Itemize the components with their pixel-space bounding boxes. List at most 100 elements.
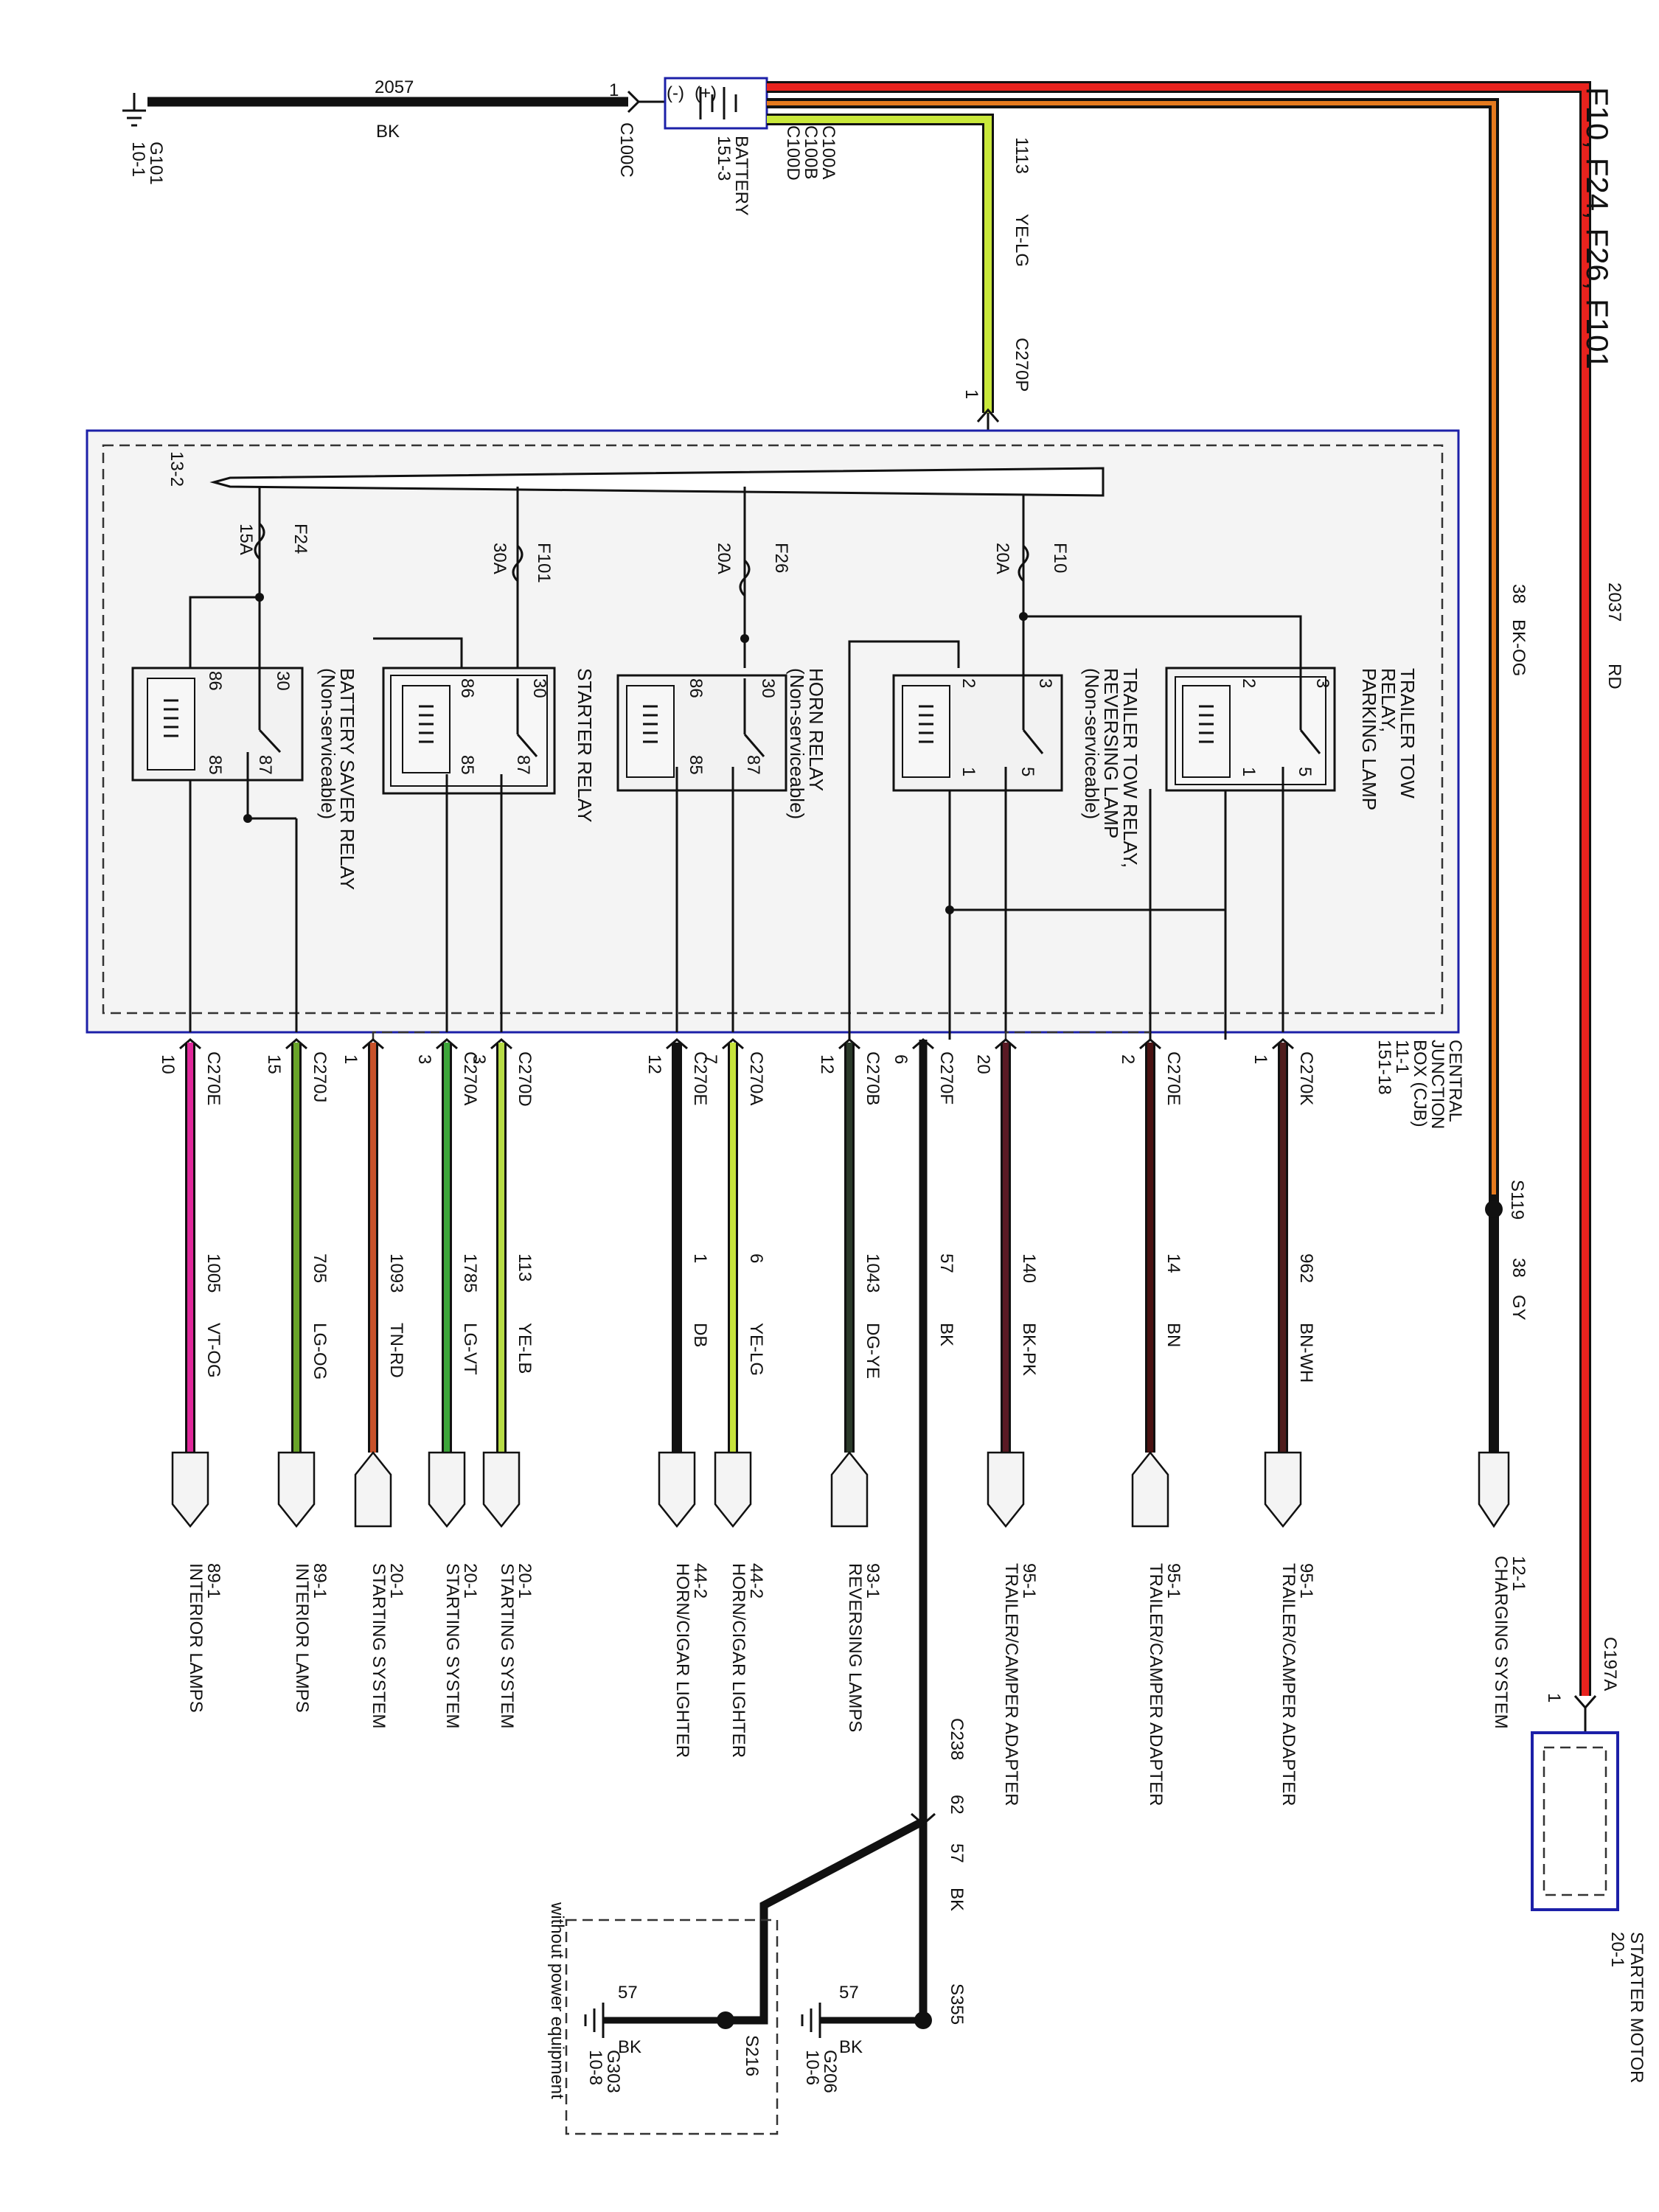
c197a-label: C197A	[1600, 1637, 1620, 1691]
destination-label-10: TRAILER/CAMPER ADAPTER	[1146, 1563, 1166, 1806]
svg-text:20A: 20A	[714, 543, 734, 574]
destination-label-2: STARTING SYSTEM	[369, 1563, 389, 1728]
destination-ref-0: 89-1	[204, 1563, 223, 1599]
harness-conn-1: C270J	[310, 1051, 330, 1102]
harness-conn-0: C270E	[204, 1051, 223, 1105]
svg-text:85: 85	[205, 755, 225, 775]
c100b-label: C100B	[801, 125, 821, 179]
connector-charging	[1478, 1451, 1510, 1528]
circuit-color-7: DG-YE	[863, 1323, 883, 1379]
destination-ref-4: 20-1	[515, 1563, 535, 1599]
destination-ref-2: 20-1	[386, 1563, 406, 1599]
svg-text:15A: 15A	[236, 524, 256, 555]
feed-1113-color: YE-LG	[1012, 214, 1032, 267]
harness-conn-5: C270E	[690, 1051, 710, 1105]
harness-conn-7: C270B	[863, 1051, 883, 1105]
svg-text:85: 85	[686, 755, 706, 775]
svg-text:87: 87	[255, 755, 275, 775]
svg-text:BOX (CJB): BOX (CJB)	[1410, 1040, 1430, 1127]
harness-pin-0: 10	[158, 1054, 178, 1074]
circuit-number-8: 57	[936, 1253, 956, 1273]
s355-label: S355	[947, 1983, 967, 2025]
destination-connector-10	[1131, 1450, 1169, 1528]
harness-conn-11: C270K	[1296, 1051, 1316, 1105]
svg-text:TRAILER TOW: TRAILER TOW	[1397, 668, 1419, 799]
harness-wires	[171, 1038, 1302, 1528]
harness-conn-8: C270F	[936, 1051, 956, 1105]
destination-label-0: INTERIOR LAMPS	[186, 1563, 206, 1713]
svg-text:86: 86	[457, 678, 477, 698]
charging-color: GY	[1509, 1295, 1528, 1321]
svg-text:5: 5	[1018, 767, 1037, 776]
ground-network	[565, 1040, 936, 2135]
c100c-connector	[627, 90, 641, 114]
wire-2057-circuit: 2057	[375, 77, 414, 97]
svg-text:JUNCTION: JUNCTION	[1427, 1040, 1447, 1129]
circuit-number-9: 140	[1019, 1253, 1039, 1283]
destination-ref-11: 95-1	[1296, 1563, 1316, 1599]
splice-s119	[1485, 1200, 1503, 1218]
charging-circuit: 38	[1509, 1258, 1528, 1278]
circuit-number-4: 113	[515, 1253, 535, 1281]
harness-connector-3	[436, 1038, 458, 1050]
destination-ref-6: 44-2	[746, 1563, 766, 1599]
harness-connector-7	[838, 1038, 860, 1050]
power-bus-bar	[209, 467, 1105, 497]
svg-text:REVERSING LAMP: REVERSING LAMP	[1100, 668, 1122, 838]
c270p-label: C270P	[1012, 338, 1032, 392]
starter-motor-ref: 20-1	[1607, 1932, 1627, 1967]
harness-connector-0	[179, 1038, 201, 1050]
g206-name: G206	[820, 2050, 840, 2093]
svg-text:TRAILER TOW RELAY,: TRAILER TOW RELAY,	[1119, 668, 1141, 868]
g206-57: 57	[839, 1983, 859, 2003]
harness-pin-9: 20	[973, 1054, 993, 1074]
c197a-pin: 1	[1544, 1693, 1564, 1703]
g303-name: G303	[603, 2050, 623, 2093]
svg-text:1: 1	[1239, 767, 1259, 776]
destination-ref-10: 95-1	[1164, 1563, 1183, 1599]
c197a-connector	[1573, 1695, 1597, 1710]
battery-ref: 151-3	[714, 136, 734, 181]
s119-label: S119	[1507, 1180, 1527, 1220]
svg-text:1: 1	[959, 767, 978, 776]
svg-text:2: 2	[959, 678, 978, 688]
svg-text:F101: F101	[534, 543, 554, 583]
svg-text:85: 85	[457, 755, 477, 775]
g206-bk: BK	[839, 2037, 863, 2057]
battery-feeds	[767, 81, 1591, 1696]
svg-text:F26: F26	[771, 543, 791, 573]
destination-connector-3	[428, 1451, 466, 1528]
battery-minus: (-)	[667, 83, 684, 103]
circuit-number-11: 962	[1296, 1253, 1316, 1283]
svg-text:2: 2	[1239, 678, 1259, 688]
svg-text:30: 30	[758, 678, 778, 698]
battery-symbol	[664, 77, 768, 130]
circuit-number-2: 1093	[386, 1253, 406, 1293]
circuit-number-3: 1785	[460, 1253, 480, 1293]
circuit-color-11: BN-WH	[1296, 1323, 1316, 1382]
destination-connector-5	[658, 1451, 696, 1528]
harness-pin-6: 7	[700, 1054, 720, 1064]
svg-text:5: 5	[1295, 767, 1315, 776]
svg-text:(Non-serviceable): (Non-serviceable)	[1081, 668, 1103, 819]
svg-text:CENTRAL: CENTRAL	[1445, 1040, 1465, 1122]
circuit-number-0: 1005	[204, 1253, 223, 1293]
svg-text:(Non-serviceable): (Non-serviceable)	[786, 668, 808, 819]
wire-2057-color: BK	[376, 122, 400, 142]
cjb-label: CENTRAL JUNCTION BOX (CJB) 11-1 151-18	[1374, 1040, 1465, 1129]
svg-text:30: 30	[273, 671, 293, 691]
harness-pin-3: 3	[414, 1054, 434, 1064]
page-title: F10, F24, F26, F101	[1580, 87, 1615, 369]
svg-text:151-18: 151-18	[1374, 1040, 1394, 1095]
harness-connector-4	[490, 1038, 512, 1050]
svg-text:30: 30	[529, 678, 549, 698]
feed-1113-circuit: 1113	[1012, 137, 1032, 174]
fuse-labels: F24 15A F101 30A F26 20A F10 20A	[236, 524, 1070, 583]
starter-motor-label: STARTER MOTOR	[1627, 1932, 1646, 2083]
wire-57-color: BK	[947, 1888, 967, 1911]
destination-ref-5: 44-2	[690, 1563, 710, 1599]
svg-text:3: 3	[1035, 678, 1055, 688]
svg-text:PARKING LAMP: PARKING LAMP	[1358, 668, 1380, 810]
g101-name: G101	[146, 142, 166, 185]
harness-connector-1	[285, 1038, 307, 1050]
